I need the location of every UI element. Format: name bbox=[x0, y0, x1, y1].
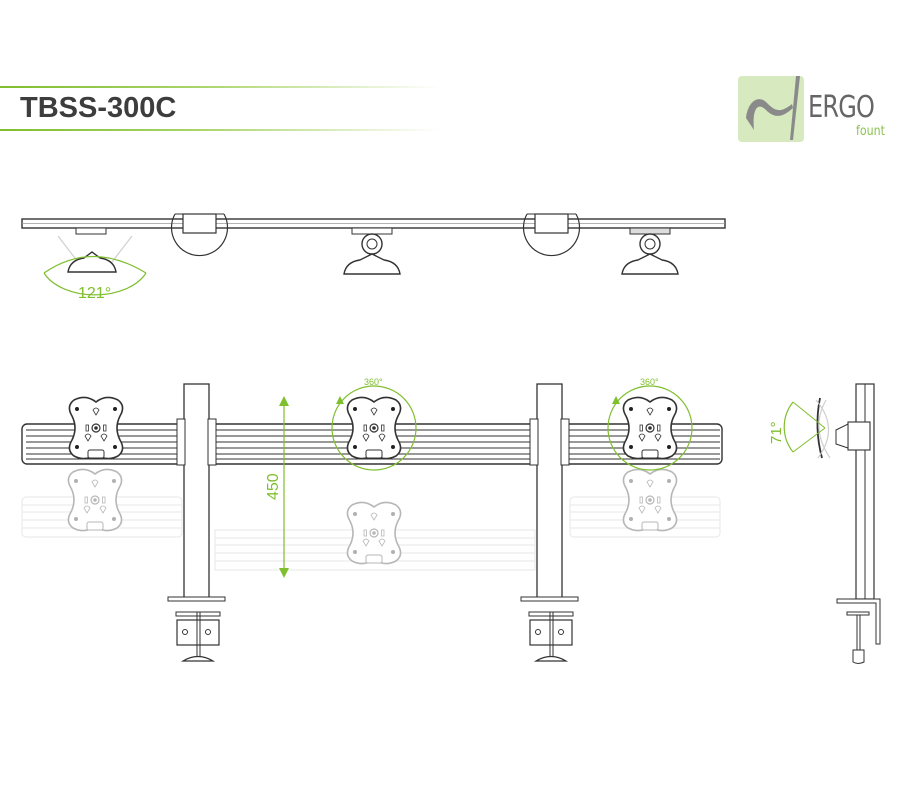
height-adjust-label: 450 bbox=[265, 473, 282, 500]
model-title: TBSS-300C bbox=[20, 92, 177, 124]
height-adjust-dimension: 450 bbox=[265, 396, 289, 578]
rotation-label-center: 360° bbox=[364, 377, 383, 387]
monitor-mount-right-top bbox=[621, 227, 679, 275]
swivel-angle-dimension: 121° bbox=[43, 256, 147, 302]
front-view: 360° 360° 450 bbox=[21, 377, 723, 662]
top-view: 121° bbox=[21, 213, 726, 302]
pole-left bbox=[167, 383, 226, 662]
header-line-top bbox=[0, 86, 440, 88]
vesa-plate-center: 360° bbox=[331, 377, 417, 471]
logo-subword: fount bbox=[856, 124, 885, 139]
front-view-lowered-ghost bbox=[21, 468, 721, 571]
pole-right bbox=[520, 383, 579, 662]
pole-clamp-right-top bbox=[522, 213, 581, 257]
monitor-mount-left-top bbox=[57, 227, 133, 273]
swivel-angle-label: 121° bbox=[78, 285, 111, 302]
logo-word: ERGO bbox=[808, 90, 875, 125]
side-view: 71° bbox=[768, 383, 881, 664]
tilt-angle-label: 71° bbox=[768, 421, 785, 444]
rotation-label-right: 360° bbox=[640, 377, 659, 387]
tilt-angle-dimension: 71° bbox=[768, 401, 826, 453]
ergofount-logo: ERGO fount bbox=[738, 76, 898, 146]
ergo-arm-logo-icon bbox=[746, 76, 800, 140]
vesa-plate-left bbox=[68, 396, 124, 460]
vesa-plate-right: 360° bbox=[607, 377, 693, 471]
pole-clamp-left-top bbox=[170, 213, 229, 257]
monitor-mount-center-top bbox=[343, 227, 401, 275]
header-line-bottom bbox=[0, 129, 440, 131]
